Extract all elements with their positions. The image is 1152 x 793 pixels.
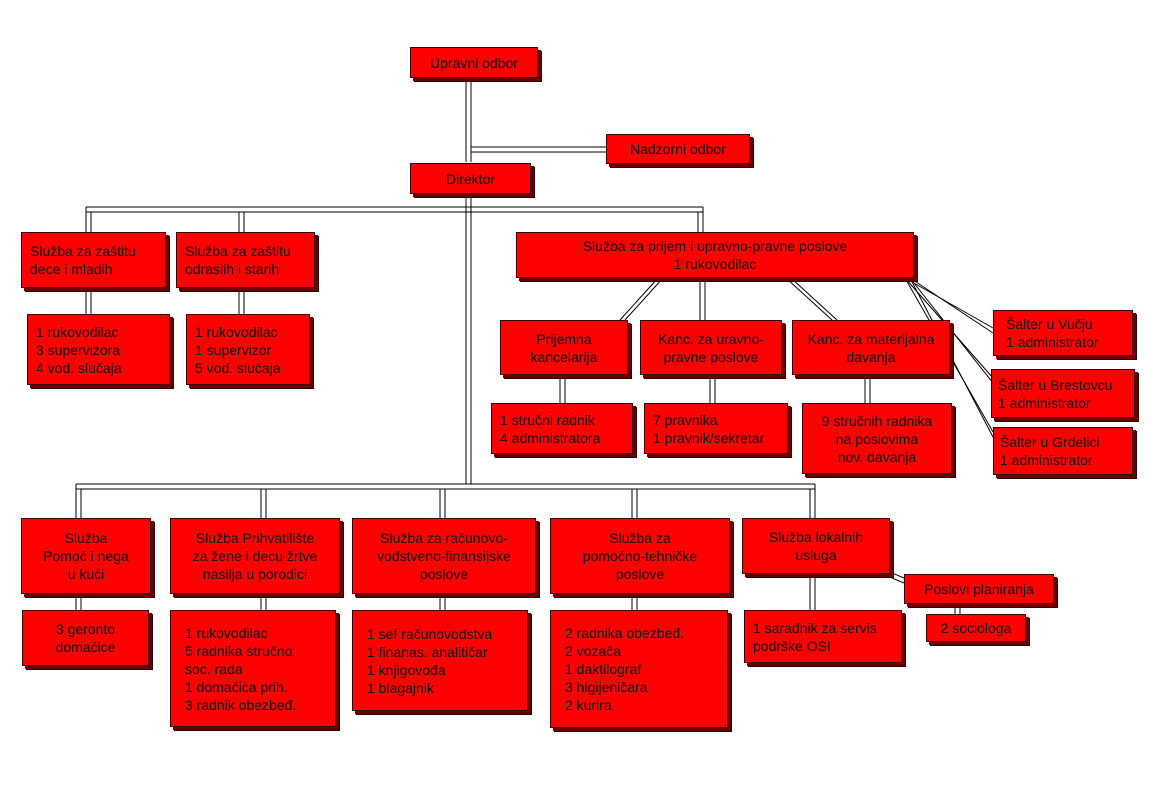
upravno-pravne-staff: 7 pravnika 1 pravnik/sekretar [653,411,765,446]
sluzba-tehnicke-box: Služba za pomoćno-tehničke poslove [550,518,730,594]
materijalna-davanja-title: Kanc. za materijalna davanja [807,330,935,365]
materijalna-davanja-box: Kanc. za materijalna davanja [792,320,950,375]
poslovi-planiranja-staff-box: 2 sociologa [926,614,1026,642]
upravni-odbor-box: Upravni odbor [410,47,538,78]
direktor-box: Direktor [410,163,531,194]
sluzba-lokalne-staff-box: 1 saradnik za servis podrške OSI [744,610,902,663]
salter-grdelica-title: Šalter u Grdelici 1 administrator [1000,434,1100,468]
salter-brestovac-title: Šalter u Brestovcu 1 administrator [998,376,1113,411]
sluzba-racunovodstvo-title: Služba za računovo- vodstveno-finansijsk… [377,530,511,582]
materijalna-staff-box: 9 stručnih radnika na poslovima nov. dav… [802,403,952,474]
upravno-pravne-title: Kanc. za uravno- pravne poslove [658,330,764,365]
sluzba-lokalne-staff: 1 saradnik za servis podrške OSI [753,619,877,654]
sluzba-prihvatiliste-box: Služba Prihvatilište za žene i decu žrtv… [170,518,340,594]
sluzba-odrasli-staff-box: 1 rukovodilac 1 supervizor 5 vod. slučaj… [186,314,310,385]
sluzba-deca-staff: 1 rukovodilac 3 supervizora 4 vod. sluča… [36,323,122,376]
upravni-odbor-label: Upravni odbor [430,54,518,71]
salter-brestovac-box: Šalter u Brestovcu 1 administrator [991,369,1135,418]
upravno-pravne-staff-box: 7 pravnika 1 pravnik/sekretar [644,403,788,454]
direktor-label: Direktor [445,170,495,187]
sluzba-prihvatiliste-staff-box: 1 rukovodilac 5 radnika stručno soc. rad… [170,610,336,727]
poslovi-planiranja-box: Poslovi planiranja [904,574,1054,604]
sluzba-racunovodstvo-box: Služba za računovo- vodstveno-finansijsk… [352,518,536,594]
sluzba-odrasli-staff: 1 rukovodilac 1 supervizor 5 vod. slučaj… [195,323,281,376]
sluzba-tehnicke-staff-box: 2 radnika obezbeđ. 2 vozača 1 daktilogra… [550,610,728,728]
sluzba-tehnicke-title: Služba za pomoćno-tehničke poslove [582,530,698,582]
sluzba-prihvatiliste-title: Služba Prihvatilište za žene i decu žrtv… [192,530,318,582]
salter-grdelica-box: Šalter u Grdelici 1 administrator [993,427,1133,475]
prijemna-kancelarija-title: Prijemna kancelarija [530,330,598,365]
upravno-pravne-box: Kanc. za uravno- pravne poslove [640,320,782,375]
sluzba-pomoc-box: Služba Pomoć i nega u kući [21,518,151,594]
nadzorni-odbor-box: Nadzorni odbor [606,134,750,164]
sluzba-pomoc-title: Služba Pomoć i nega u kući [43,530,129,582]
materijalna-staff: 9 stručnih radnika na poslovima nov. dav… [821,412,933,465]
sluzba-pomoc-staff-box: 3 geronto domaćice [22,610,149,666]
sluzba-lokalne-title: Služba lokalnih usluga [768,529,864,563]
sluzba-lokalne-box: Služba lokalnih usluga [742,518,890,574]
sluzba-odrasli-box: Služba za zaštitu odraslih i starih [176,232,315,288]
sluzba-odrasli-title: Služba za zaštitu odraslih i starih [185,243,291,277]
sluzba-prihvatiliste-staff: 1 rukovodilac 5 radnika stručno soc. rad… [185,624,297,713]
sluzba-racunovodstvo-staff: 1 sef računovodstva 1 finanas. analitiča… [367,625,493,696]
salter-vucje-title: Šalter u Vučju 1 administrator [1006,316,1099,350]
sluzba-pomoc-staff: 3 geronto domaćice [55,621,116,655]
sluzba-racunovodstvo-staff-box: 1 sef računovodstva 1 finanas. analitiča… [352,610,528,711]
sluzba-prijem-box: Služba za prijem i upravno-pravne poslov… [516,232,914,278]
salter-vucje-box: Šalter u Vučju 1 administrator [993,310,1133,356]
poslovi-planiranja-staff: 2 sociologa [940,620,1012,636]
nadzorni-odbor-label: Nadzorni odbor [630,141,726,157]
sluzba-deca-title: Služba za zaštitu dece i mladih [30,243,136,277]
prijemna-staff-box: 1 stručni radnik 4 administratora [491,403,633,454]
sluzba-prijem-title: Služba za prijem i upravno-pravne poslov… [582,238,848,272]
sluzba-deca-staff-box: 1 rukovodilac 3 supervizora 4 vod. sluča… [27,314,170,385]
sluzba-tehnicke-staff: 2 radnika obezbeđ. 2 vozača 1 daktilogra… [565,625,685,713]
prijemna-kancelarija-box: Prijemna kancelarija [500,320,628,375]
poslovi-planiranja-title: Poslovi planiranja [924,581,1034,597]
prijemna-staff: 1 stručni radnik 4 administratora [500,411,601,446]
sluzba-deca-box: Služba za zaštitu dece i mladih [21,232,166,288]
